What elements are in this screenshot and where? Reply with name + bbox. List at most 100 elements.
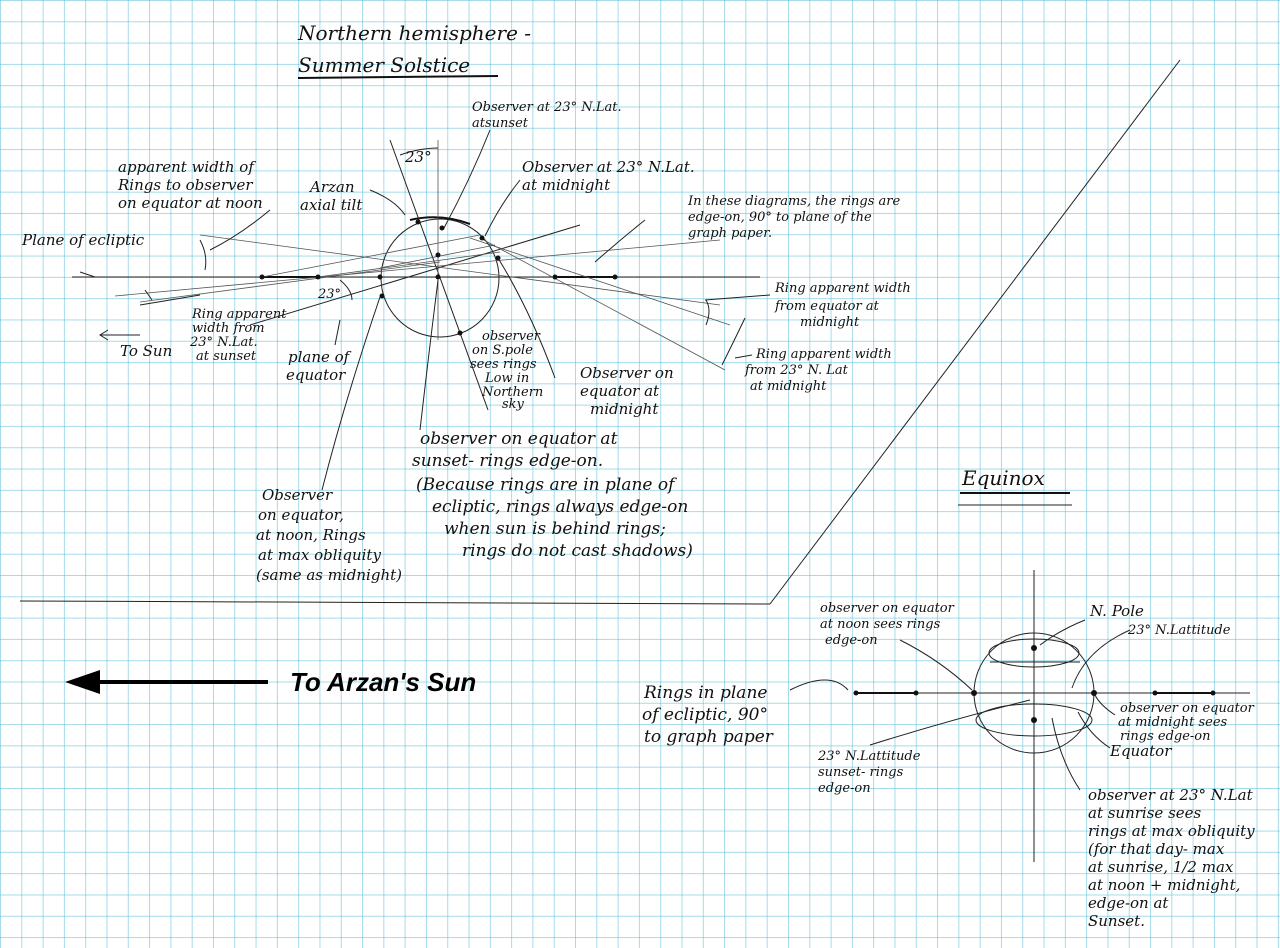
- to-arzans-sun-label: To Arzan's Sun: [290, 667, 476, 697]
- label-obs23-sunset-1: Observer at 23° N.Lat.: [472, 100, 622, 115]
- leader-plane-equator: [334, 319, 341, 346]
- eq-label-midnight-1: observer on equator: [1120, 701, 1255, 716]
- label-eq-midnight-3: midnight: [590, 400, 659, 418]
- eq-label-sunset-2: sunset- rings: [818, 765, 904, 780]
- obs-dot-9: [457, 330, 463, 336]
- label-eq-sunset-1: observer on equator at: [420, 429, 618, 449]
- label-plane-ecliptic: Plane of ecliptic: [21, 231, 145, 249]
- eq-label-rings-plane-3: to graph paper: [644, 727, 774, 747]
- sightline-1: [199, 234, 721, 306]
- angle-23-arc-top: [399, 147, 439, 156]
- label-angle-23-top: 23°: [404, 148, 432, 166]
- label-eq-midnight-1: Observer on: [580, 364, 674, 382]
- eq-ring-dot-3: [1152, 690, 1158, 696]
- obs-dot-2: [439, 225, 445, 231]
- label-eq-noon-5: (same as midnight): [256, 566, 402, 584]
- equinox-diagram: Equinox observer on equator at n: [642, 466, 1255, 930]
- label-obs23-sunset-2: atsunset: [472, 116, 529, 131]
- obs-dot-5: [377, 274, 383, 280]
- eq-leader-equator: [1077, 711, 1111, 749]
- eq-leader-npole: [1039, 619, 1086, 646]
- label-eq-sunset-6: rings do not cast shadows): [462, 541, 693, 561]
- label-ring-sunset-3: 23° N.Lat.: [189, 335, 258, 350]
- sightline-7: [261, 234, 481, 278]
- label-spole-6: sky: [502, 397, 525, 412]
- eq-label-sunrise-5: at sunrise, 1/2 max: [1088, 858, 1234, 876]
- eq-ring-dot-2: [913, 690, 919, 696]
- leader-23sunset: [443, 129, 491, 229]
- label-edge-on-note-1: In these diagrams, the rings are: [687, 194, 900, 209]
- width-tick-left: [144, 289, 153, 301]
- eq-label-lat23: 23° N.Lattitude: [1127, 623, 1231, 638]
- obs-dot-6: [435, 274, 441, 280]
- label-arzan-tilt-1: Arzan: [308, 178, 355, 196]
- label-angle-23-left: 23°: [317, 287, 341, 302]
- label-edge-on-note-2: edge-on, 90° to plane of the: [688, 210, 872, 225]
- leader-eq-midnight: [497, 257, 556, 379]
- leader-ring-sunset: [139, 294, 201, 306]
- ring-dot-2: [315, 274, 321, 280]
- obs-dot-3: [479, 235, 485, 241]
- label-obs23-midnight-2: at midnight: [522, 176, 611, 194]
- eq-label-sunrise-1: observer at 23° N.Lat: [1088, 786, 1254, 804]
- label-spole-1: observer: [482, 329, 541, 344]
- lat23-ellipse: [988, 638, 1080, 668]
- ring-dot-3: [552, 274, 558, 280]
- eq-label-midnight-3: rings edge-on: [1120, 729, 1211, 744]
- eq-leader-midnight: [1094, 694, 1116, 716]
- to-arzans-sun-arrow: To Arzan's Sun: [65, 667, 476, 697]
- eq-label-sunset-1: 23° N.Lattitude: [817, 749, 921, 764]
- label-rw-eq-mid-2: from equator at: [774, 299, 880, 314]
- eq-ring-dot-4: [1210, 690, 1216, 696]
- label-eq-sunset-3: (Because rings are in plane of: [416, 475, 677, 495]
- eq-label-sunrise-3: rings at max obliquity: [1088, 822, 1255, 840]
- label-eq-midnight-2: equator at: [580, 382, 660, 400]
- width-arc-right-1: [705, 299, 710, 326]
- label-ring-sunset-2: width from: [192, 321, 265, 336]
- ring-dot-4: [612, 274, 618, 280]
- label-apparent-width-3: on equator at noon: [118, 194, 263, 212]
- obs-dot-8: [379, 293, 385, 299]
- equinox-title: Equinox: [961, 466, 1045, 490]
- label-spole-5: Northern: [481, 385, 543, 400]
- leader-apparent-width: [209, 209, 271, 251]
- width-arc-right-2: [721, 317, 746, 366]
- label-edge-on-note-3: graph paper.: [688, 226, 772, 241]
- leader-arzan-tilt: [369, 189, 406, 216]
- label-rw-eq-mid-1: Ring apparent width: [774, 281, 911, 296]
- obs-dot-1: [415, 219, 421, 225]
- label-spole-3: sees rings: [470, 357, 537, 372]
- eq-leader-lat23: [1071, 629, 1131, 689]
- arrow-head-icon: [65, 670, 100, 694]
- eq-label-noon-2: at noon sees rings: [820, 617, 941, 632]
- eq-leader-rings-plane: [789, 679, 849, 691]
- label-apparent-width-1: apparent width of: [118, 158, 256, 176]
- eq-leader-sunset: [869, 699, 1031, 746]
- to-sun-arrowhead: [99, 329, 109, 341]
- eq-label-rings-plane-1: Rings in plane: [643, 683, 767, 703]
- leader-edge-on-note: [594, 219, 646, 263]
- eq-ring-dot-1: [853, 690, 859, 696]
- label-ring-sunset-1: Ring apparent: [191, 307, 287, 322]
- eq-leader-sunrise: [1051, 717, 1081, 791]
- label-plane-equator-2: equator: [286, 366, 346, 384]
- sightline-5: [479, 237, 726, 371]
- width-arc-left: [199, 239, 207, 271]
- label-spole-2: on S.pole: [472, 343, 533, 358]
- eq-dot-midnight: [1091, 690, 1097, 696]
- label-eq-noon-3: at noon, Rings: [256, 526, 366, 544]
- sightline-4: [469, 237, 731, 326]
- label-rw-23-mid-2: from 23° N. Lat: [744, 363, 849, 378]
- equator-plane-line: [249, 224, 581, 326]
- eq-dot-equator: [1031, 717, 1037, 723]
- eq-label-noon-3: edge-on: [825, 633, 878, 648]
- solstice-title-line2: Summer Solstice: [298, 53, 470, 77]
- label-eq-sunset-5: when sun is behind rings;: [444, 519, 666, 539]
- label-eq-sunset-4: ecliptic, rings always edge-on: [432, 497, 688, 517]
- eq-label-sunrise-2: at sunrise sees: [1088, 804, 1202, 822]
- label-rw-eq-mid-3: midnight: [800, 315, 860, 330]
- eq-label-sunrise-6: at noon + midnight,: [1088, 876, 1240, 894]
- ecliptic-arrow: [79, 271, 96, 278]
- eq-label-rings-plane-2: of ecliptic, 90°: [642, 705, 768, 725]
